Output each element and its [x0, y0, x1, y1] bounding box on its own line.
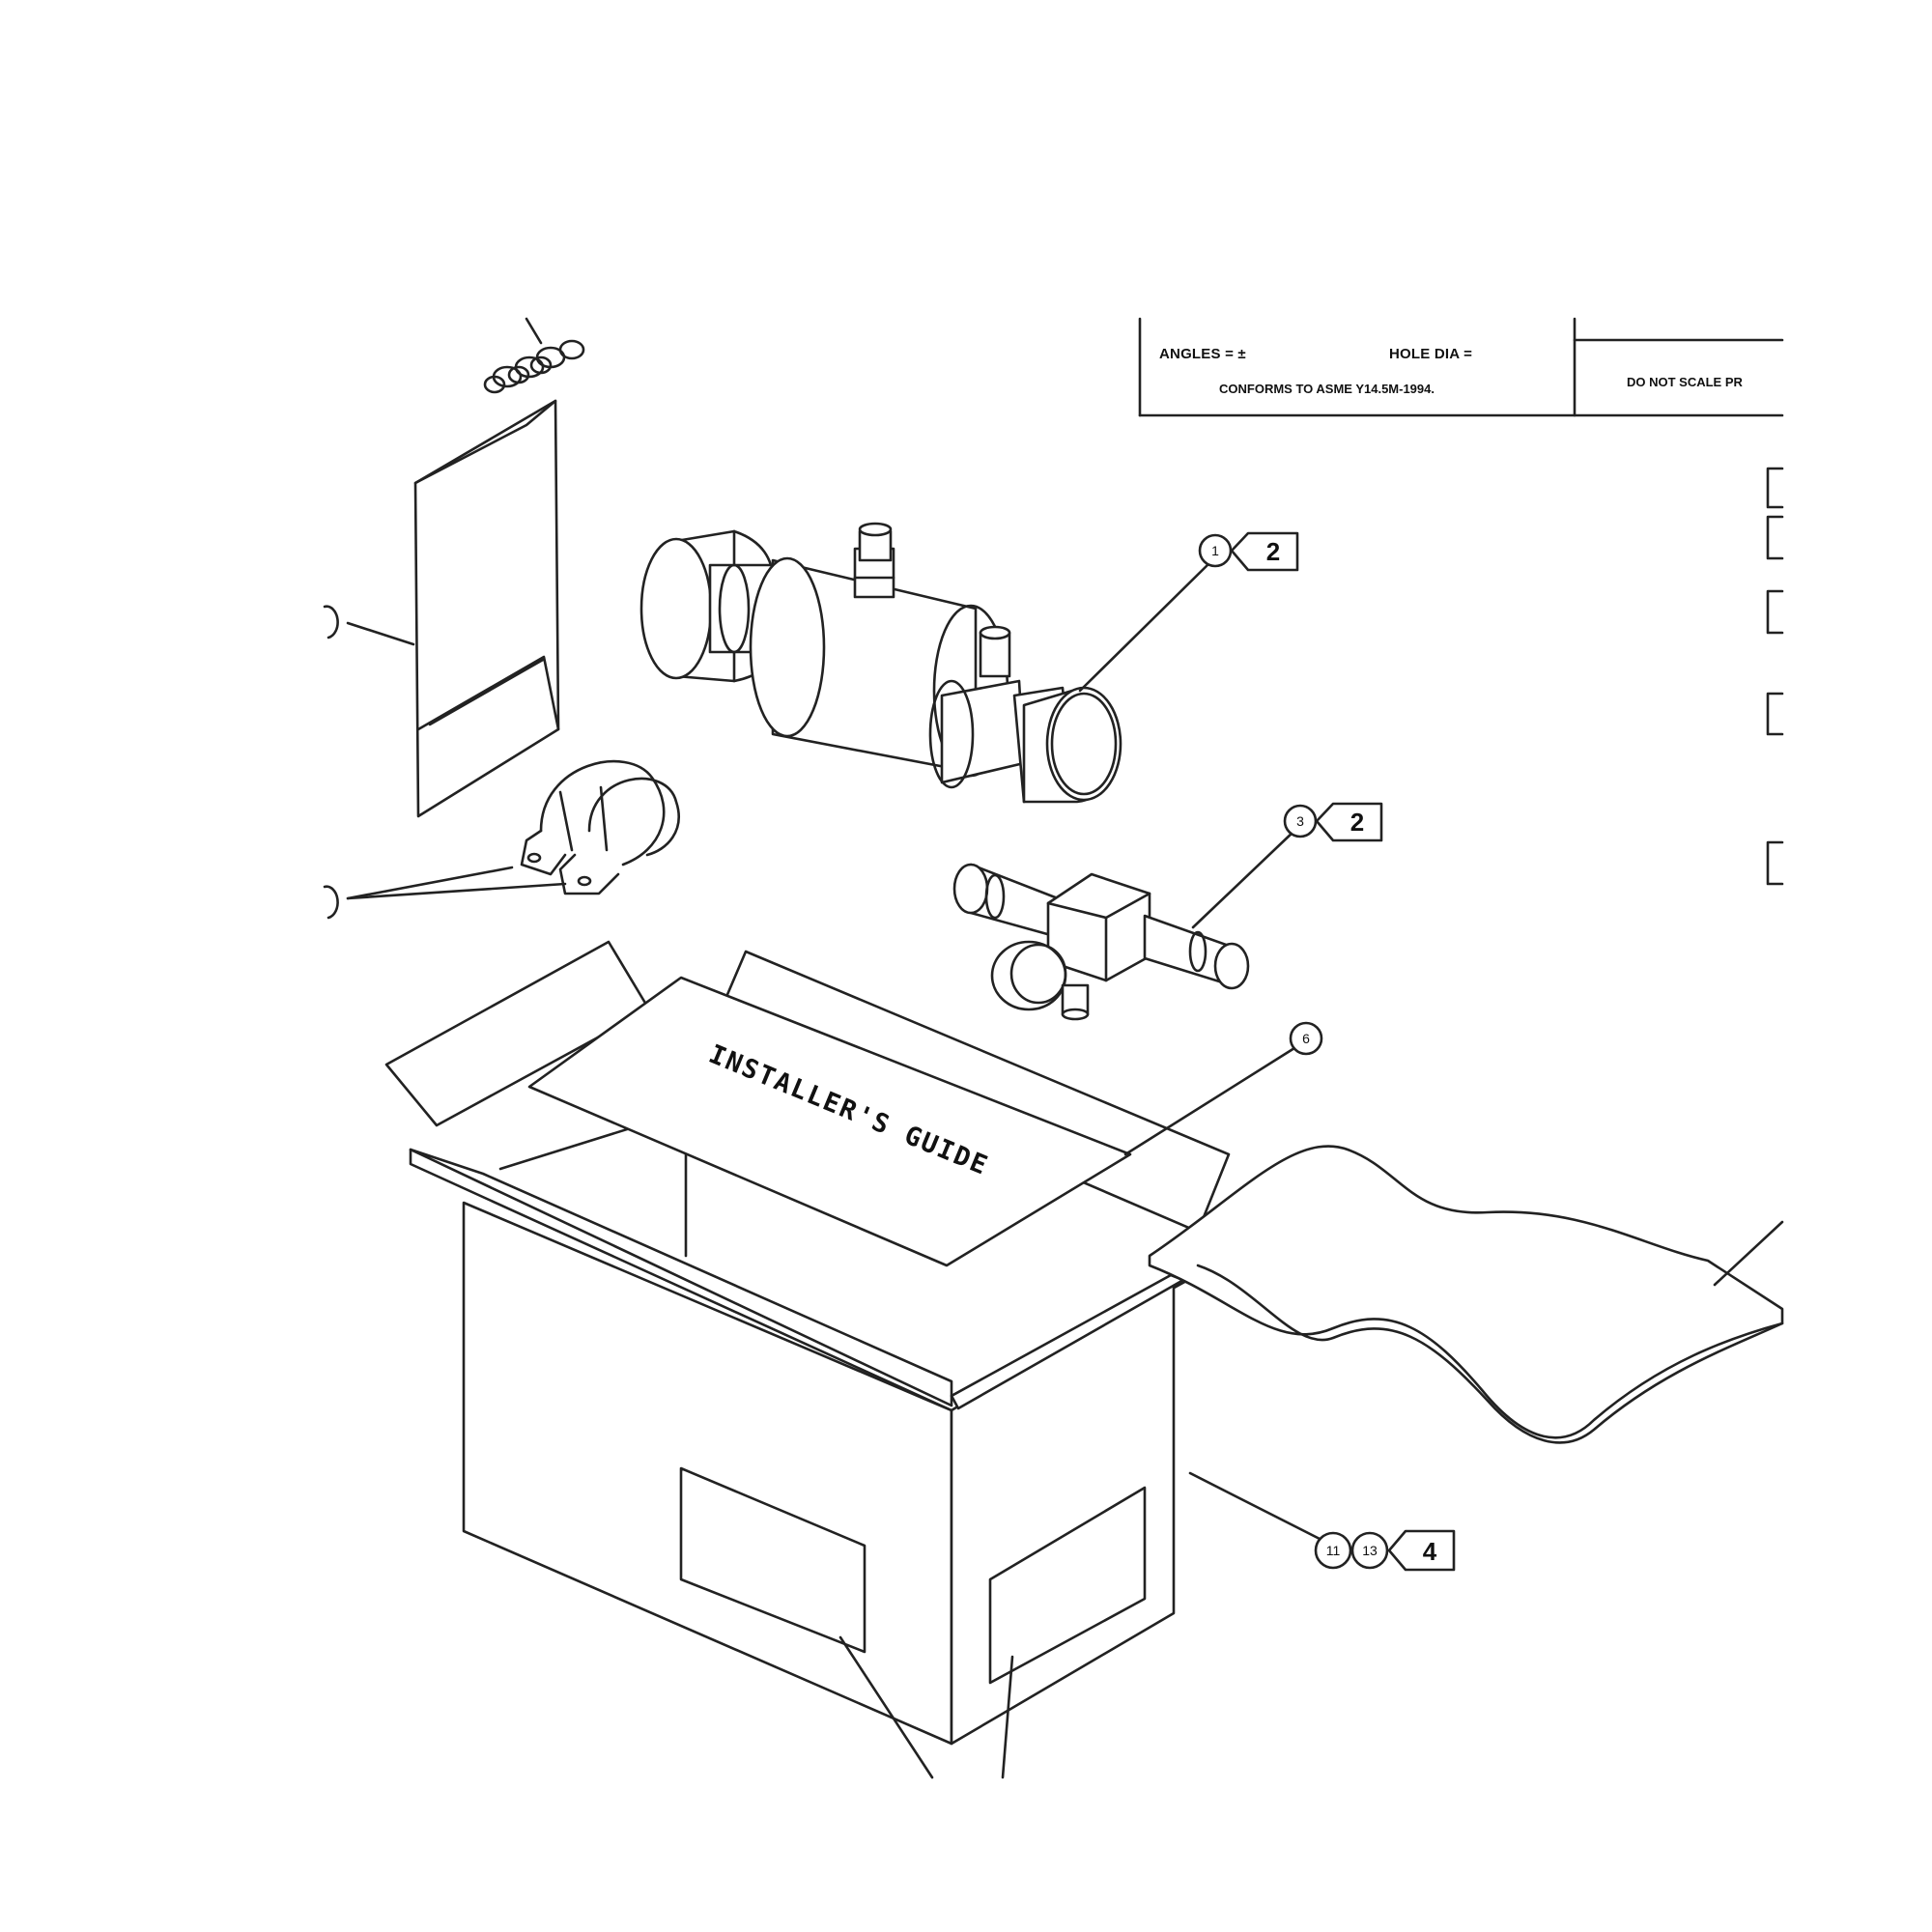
hole-dia-label: HOLE DIA = — [1389, 346, 1472, 362]
screws-hardware — [483, 317, 585, 394]
callout-item-3: 3 2 — [1283, 802, 1383, 842]
callout-item-6: 6 — [1123, 1021, 1323, 1156]
balloon-1: 1 — [1211, 543, 1219, 558]
balloon-3: 3 — [1296, 813, 1304, 829]
packing-sheet — [1148, 1145, 1784, 1444]
pipe-clamps — [323, 759, 680, 920]
do-not-scale-text: DO NOT SCALE PR — [1627, 375, 1744, 389]
tag-box: 4 — [1423, 1537, 1437, 1566]
envelope — [323, 399, 560, 818]
conforms-text: CONFORMS TO ASME Y14.5M-1994. — [1219, 382, 1435, 396]
tee-fitting-item-3 — [952, 829, 1296, 1021]
angles-label: ANGLES = ± — [1159, 346, 1246, 362]
balloon-13: 13 — [1362, 1543, 1378, 1558]
balloon-11: 11 — [1326, 1543, 1341, 1558]
shipping-box: INSTALLER'S GUIDE — [384, 940, 1325, 1779]
tag-item-1: 2 — [1266, 537, 1280, 566]
balloon-6: 6 — [1302, 1031, 1310, 1046]
callout-item-1: 1 2 — [1198, 531, 1299, 572]
revision-brackets — [1766, 467, 1784, 886]
callout-box-items: 11 13 4 — [1314, 1529, 1456, 1572]
valve-body-item-1 — [639, 522, 1214, 804]
tag-item-3: 2 — [1350, 808, 1364, 837]
title-block: ANGLES = ± HOLE DIA = CONFORMS TO ASME Y… — [1138, 317, 1784, 417]
